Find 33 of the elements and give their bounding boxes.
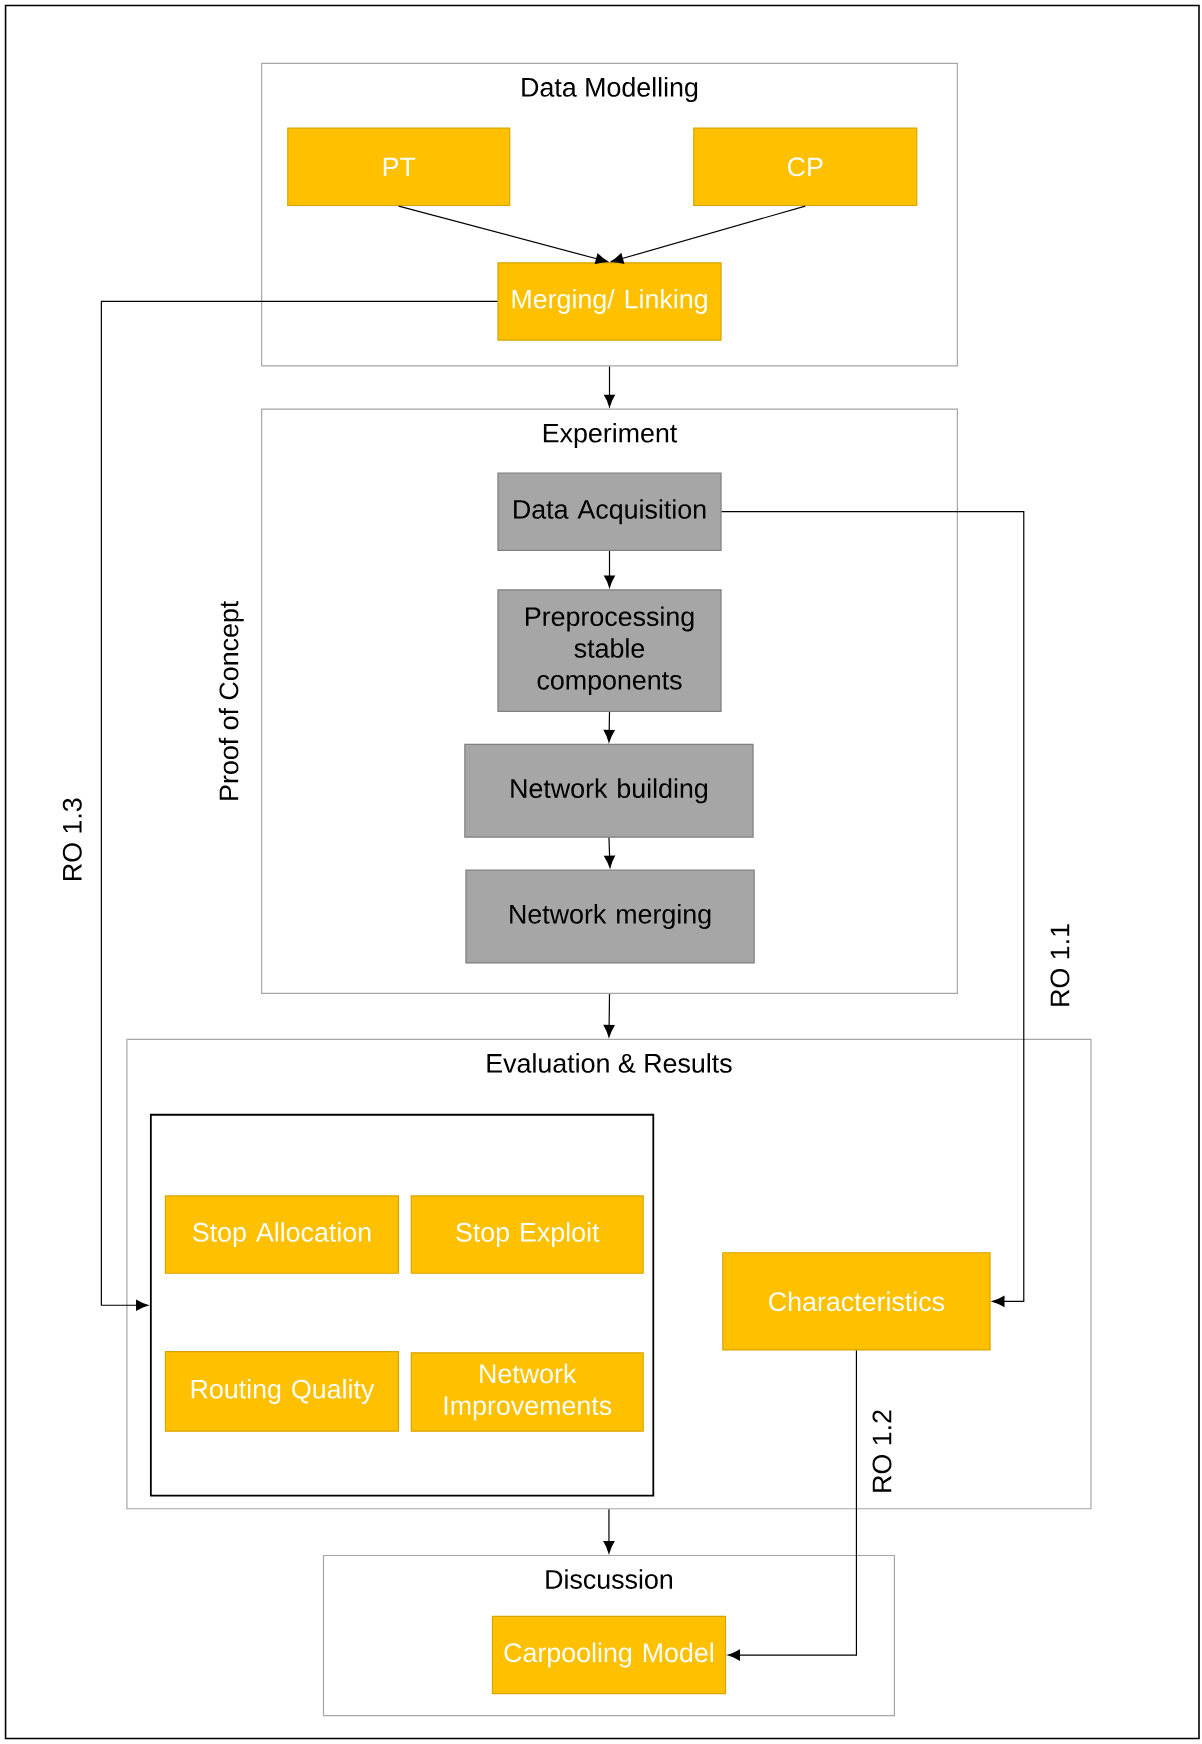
process-box: Data Acquisition — [497, 472, 722, 551]
process-box: Carpooling Model — [491, 1615, 726, 1695]
process-box: CP — [693, 127, 918, 207]
arrow — [603, 993, 615, 1038]
process-box: Stop Allocation — [164, 1195, 399, 1274]
arrow — [603, 1508, 615, 1554]
arrow — [603, 550, 615, 588]
edge-label: RO 1.2 — [870, 1407, 894, 1496]
process-box: PT — [287, 127, 511, 207]
group-heading: Discussion — [546, 1569, 672, 1589]
arrow — [604, 837, 615, 868]
arrow — [603, 711, 615, 743]
process-box: Network building — [464, 743, 754, 838]
process-box: Preprocessing stable components — [497, 589, 722, 712]
group-heading: Experiment — [543, 422, 677, 448]
edge-label: RO 1.3 — [60, 795, 84, 885]
process-box: Characteristics — [722, 1252, 991, 1351]
process-box: Merging/ Linking — [497, 262, 722, 341]
edge-label: RO 1.1 — [1048, 921, 1072, 1010]
process-box: Stop Exploit — [410, 1195, 644, 1274]
group-heading: Evaluation & Results — [487, 1053, 732, 1073]
group-heading: Data Modelling — [522, 77, 697, 103]
arrow — [398, 205, 608, 265]
side-label: Proof of Concept — [218, 600, 244, 800]
arrow — [603, 365, 615, 408]
arrow — [100, 300, 498, 1311]
arrow — [720, 511, 1025, 1307]
process-box: Routing Quality — [164, 1351, 399, 1432]
process-box: Network merging — [465, 869, 755, 964]
frame-box — [149, 1113, 655, 1497]
process-box: Network Improvements — [410, 1352, 644, 1432]
arrow — [727, 1349, 857, 1661]
arrow — [610, 205, 806, 264]
